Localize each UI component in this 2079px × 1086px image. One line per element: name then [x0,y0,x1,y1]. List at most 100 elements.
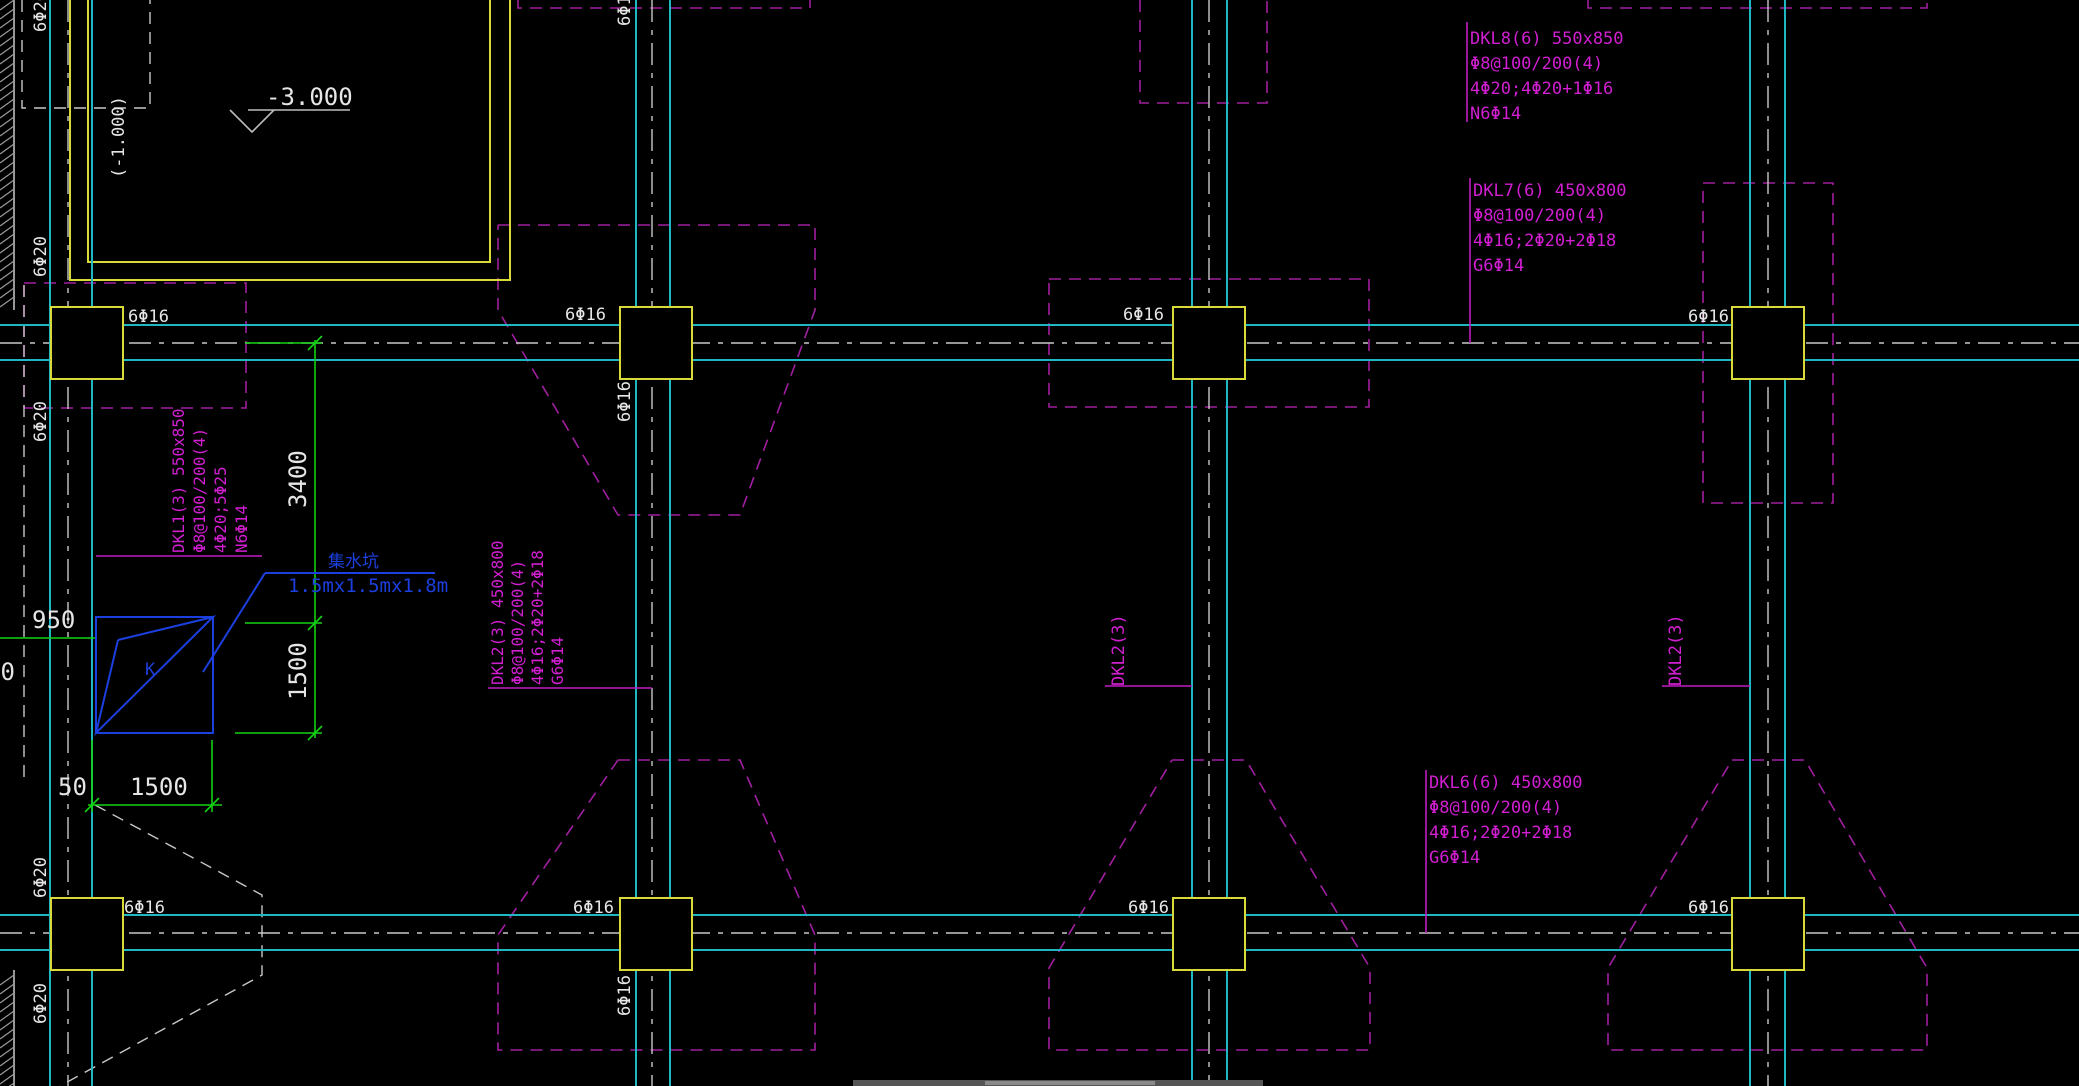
dkl8-side: N6Φ14 [1470,104,1521,124]
dkl2-name: DKL2(3) 450x800 [488,541,507,686]
hatch-line [0,89,15,101]
hatch-line [0,8,15,20]
hatch-line [0,269,15,281]
hatch-line [0,287,15,299]
dim-1500-horizontal: 1500 [130,773,188,801]
column-a1[interactable] [50,306,124,380]
rebar-label-b2: 6Φ16 [573,898,614,918]
hatch-line [0,1064,15,1076]
dim-1500-vertical: 1500 [284,642,312,700]
hatch-line [0,0,15,11]
rebar-label-c2: 6Φ16 [1128,898,1169,918]
hatch-line [0,152,15,164]
hatch-line [0,62,15,74]
dkl6-stirrup: Φ8@100/200(4) [1429,798,1562,818]
dkl6-main: 4Φ16;2Φ20+2Φ18 [1429,823,1572,843]
horizontal-scrollbar[interactable] [853,1080,1263,1086]
pit-title: 集水坑 [328,552,379,572]
hatch-line [0,143,15,155]
beam-annotation-dkl2[interactable]: DKL2(3) 450x800 Φ8@100/200(4) 4Φ16;2Φ20+… [488,541,652,689]
vertical-beams [49,0,1786,1086]
hatch-line [0,134,15,146]
rebar-label-a2: 6Φ16 [124,898,165,918]
hatch-line [0,197,15,209]
column-rebar-labels: 6Φ16 6Φ16 6Φ16 6Φ16 6Φ16 6Φ16 6Φ16 6Φ16 … [31,0,1729,1024]
rebar-side-label-7: 6Φ16 [615,381,635,422]
hatch-line [0,170,15,182]
beam-annotation-dkl8[interactable]: DKL8(6) 550x850 Φ8@100/200(4) 4Φ20;4Φ20+… [1466,22,1624,124]
rebar-label-d1: 6Φ16 [1688,307,1729,327]
rebar-label-d2: 6Φ16 [1688,898,1729,918]
left-wall-hatch [0,0,15,1086]
hatch-line [0,260,15,272]
hatch-line [0,80,15,92]
scrollbar-thumb[interactable] [985,1081,1155,1085]
dkl1-stirrup: Φ8@100/200(4) [190,428,209,553]
horizontal-beams [0,324,2079,951]
hatch-line [0,215,15,227]
dkl6-name: DKL6(6) 450x800 [1429,773,1583,793]
column-b1[interactable] [619,306,693,380]
rebar-side-label-1: 6Φ20 [31,0,51,32]
hatch-line [0,1037,15,1049]
hatch-line [0,251,15,263]
hatch-line [0,992,15,1004]
hatch-line [0,188,15,200]
hatch-line [0,974,15,986]
rebar-label-b1: 6Φ16 [565,305,606,325]
hatch-line [0,1055,15,1067]
column-c1[interactable] [1172,306,1246,380]
hatch-line [0,206,15,218]
column-d2[interactable] [1731,897,1805,971]
dkl7-stirrup: Φ8@100/200(4) [1473,206,1606,226]
hatch-line [0,1073,15,1085]
hatch-line [0,53,15,65]
hatch-line [0,278,15,290]
hidden-outlines [21,0,263,1086]
dkl1-main: 4Φ20;5Φ25 [211,466,230,553]
rebar-side-label-5: 6Φ20 [31,983,51,1024]
hatch-line [0,1010,15,1022]
beam-annotation-dkl1[interactable]: DKL1(3) 550x850 Φ8@100/200(4) 4Φ20;5Φ25 … [96,409,262,557]
dkl1-name: DKL1(3) 550x850 [169,409,188,554]
rebar-side-label-6: 6Φ16 [615,0,635,26]
dkl8-stirrup: Φ8@100/200(4) [1470,54,1603,74]
hatch-line [0,1001,15,1013]
dim-950: 950 [32,606,75,634]
dimension-lines: 3400 1500 1500 950 50 50 [0,335,323,813]
dkl7-name: DKL7(6) 450x800 [1473,181,1627,201]
hatch-line [0,1028,15,1040]
pit-size: 1.5mx1.5mx1.8m [288,575,448,597]
dkl7-side: G6Φ14 [1473,256,1524,276]
dkl2-short-1: DKL2(3) [1109,614,1129,686]
column-c2[interactable] [1172,897,1246,971]
column-a2[interactable] [50,897,124,971]
beam-annotation-dkl2-short[interactable]: DKL2(3) DKL2(3) [1105,614,1750,687]
sump-pit[interactable]: K 集水坑 1.5mx1.5mx1.8m [94,552,448,737]
beam-annotation-dkl7[interactable]: DKL7(6) 450x800 Φ8@100/200(4) 4Φ16;2Φ20+… [1469,178,1627,343]
hatch-line [0,161,15,173]
hatch-line [8,1082,15,1086]
dim-3400: 3400 [284,450,312,508]
pit-marker: K [145,660,156,680]
rebar-side-label-4: 6Φ20 [31,857,51,898]
elevation-marker: -3.000 (-1.000) [109,83,353,178]
rebar-side-label-8: 6Φ16 [615,975,635,1016]
dkl1-side: N6Φ14 [232,505,251,553]
elevation-label: -3.000 [266,83,353,111]
hatch-line [0,1019,15,1031]
hatch-line [0,242,15,254]
column-b2[interactable] [619,897,693,971]
hatch-line [0,983,15,995]
hatch-line [0,296,15,308]
dkl2-main: 4Φ16;2Φ20+2Φ18 [528,550,547,685]
hatch-line [0,179,15,191]
dkl8-main: 4Φ20;4Φ20+1Φ16 [1470,79,1613,99]
column-d1[interactable] [1731,306,1805,380]
foundation-cap-outlines [23,0,1928,1051]
hatch-line [0,17,15,29]
rebar-label-a1: 6Φ16 [128,307,169,327]
hatch-line [0,44,15,56]
beam-annotation-dkl6[interactable]: DKL6(6) 450x800 Φ8@100/200(4) 4Φ16;2Φ20+… [1425,770,1583,933]
